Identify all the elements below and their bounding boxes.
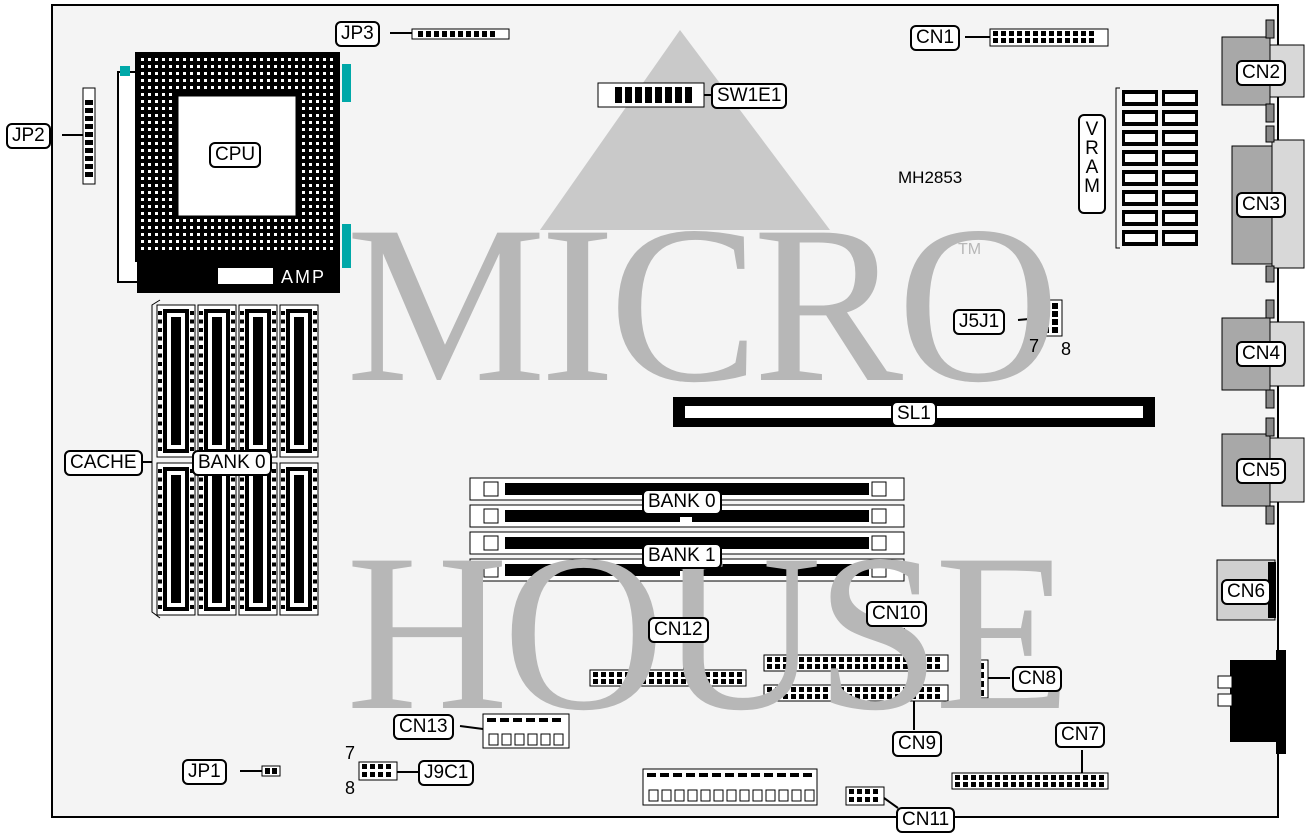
logo-line1: MICRO <box>346 179 1060 429</box>
label-cn1: CN1 <box>910 25 961 51</box>
logo-triangle <box>540 30 830 230</box>
j5j1-pin7: 7 <box>1029 336 1040 356</box>
label-cpu: CPU <box>209 142 262 168</box>
label-cn8: CN8 <box>1012 666 1063 692</box>
label-cn10: CN10 <box>866 601 927 627</box>
cache-chips <box>156 304 319 616</box>
label-sl1: SL1 <box>891 401 937 427</box>
logo-trademark: TM <box>958 241 982 258</box>
label-cn2: CN2 <box>1236 60 1287 86</box>
label-jp1: JP1 <box>182 759 227 785</box>
label-cn9: CN9 <box>892 731 943 757</box>
leader-lines <box>62 32 1083 809</box>
label-cn5: CN5 <box>1236 458 1287 484</box>
label-cn3: CN3 <box>1236 192 1287 218</box>
j5j1-pin8: 8 <box>1061 339 1072 359</box>
cpu-pins <box>141 58 333 250</box>
label-cn6: CN6 <box>1221 579 1272 605</box>
label-cn13: CN13 <box>393 714 454 740</box>
label-sw1e1: SW1E1 <box>711 83 788 109</box>
label-j9c1: J9C1 <box>418 760 475 786</box>
label-cn12: CN12 <box>648 617 709 643</box>
label-cn11: CN11 <box>896 807 956 833</box>
jp1-jumper <box>261 765 281 777</box>
cache-bracket <box>151 299 161 619</box>
label-simm-bank1: BANK 1 <box>642 543 722 569</box>
label-cache: CACHE <box>64 450 143 476</box>
j9c1-pin7: 7 <box>345 743 356 763</box>
label-cn7: CN7 <box>1055 722 1106 748</box>
j9c1-pin8: 8 <box>345 778 356 798</box>
board-model: MH2853 <box>898 168 963 187</box>
label-j5j1: J5J1 <box>953 309 1006 335</box>
cpu-socket-text: AMP <box>281 267 327 287</box>
label-cache-bank: BANK 0 <box>192 450 272 476</box>
label-cn4: CN4 <box>1236 341 1287 367</box>
label-jp3: JP3 <box>335 21 380 47</box>
vram-bracket <box>1115 87 1120 249</box>
label-simm-bank0: BANK 0 <box>642 489 722 515</box>
label-jp2: JP2 <box>6 123 51 149</box>
vram-chips <box>1122 90 1198 246</box>
